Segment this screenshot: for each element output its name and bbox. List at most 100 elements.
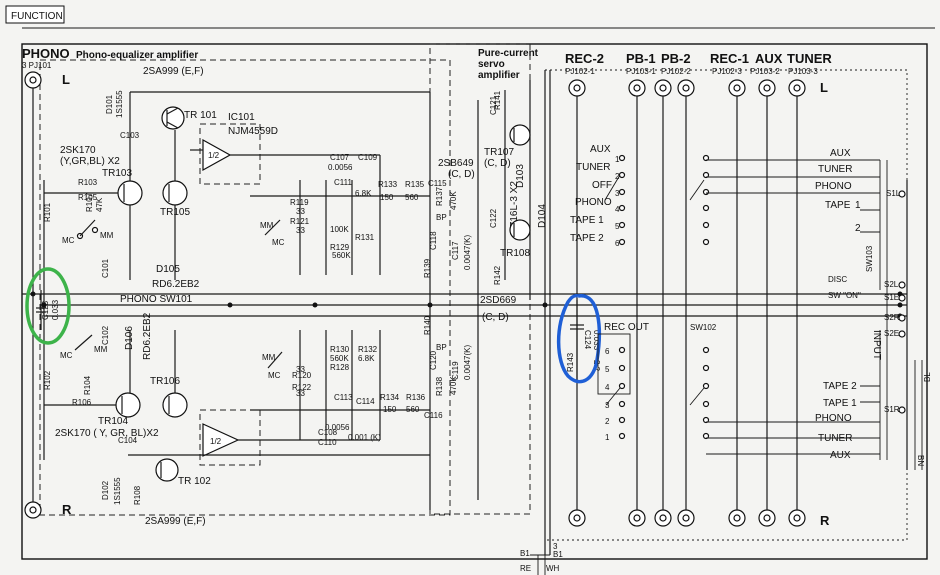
phono-jack-l-pin — [29, 76, 37, 84]
c119-label: C119 — [451, 361, 460, 380]
pb1-label: PB-1 — [626, 51, 656, 66]
tuner-jack: PJ103-3 — [788, 67, 818, 76]
function-label-box — [5, 5, 65, 24]
rec1-label: REC-1 — [710, 51, 749, 66]
sw-n6: 6 — [615, 239, 620, 248]
in-phono: PHONO — [815, 413, 852, 424]
r131-label: R131 — [355, 233, 375, 242]
tr108-symbol — [509, 219, 531, 241]
out-sw-on: SW "ON" — [828, 291, 861, 300]
val-68k-bot: 6.8K — [358, 354, 375, 363]
val-100k: 100K — [330, 225, 349, 234]
val-bp-top: BP — [436, 213, 447, 222]
r107-label: R107 — [85, 192, 94, 212]
ic-top-dashed-frame — [199, 123, 261, 185]
c110-label: C110 — [318, 438, 337, 447]
aux-jack: PJ103-2 — [750, 67, 780, 76]
tr102-symbol — [155, 458, 179, 482]
c115-label: C115 — [428, 179, 447, 188]
jack-pb2b-top — [677, 79, 695, 97]
tr108-label: TR108 — [500, 248, 530, 259]
r132-label: R132 — [358, 345, 378, 354]
mm-bot-2: MM — [262, 353, 276, 362]
servo-title-3: amplifier — [478, 70, 520, 81]
term-s2r: S2R — [884, 313, 900, 322]
val-00047-bot: 0.0047(K) — [463, 345, 472, 380]
sel-tuner: TUNER — [576, 162, 610, 173]
rec-n2: 2 — [605, 417, 610, 426]
sw102-label: SW102 — [690, 323, 717, 332]
val-33b: 33 — [296, 226, 305, 235]
q-2sb649-grade: (C, D) — [448, 169, 475, 180]
tr105-symbol — [162, 180, 188, 206]
r104-label: R104 — [83, 375, 92, 395]
val-0001: 0.001 (K) — [348, 433, 381, 442]
rec-n4: 4 — [605, 383, 610, 392]
r106-label: R106 — [72, 398, 92, 407]
mm-top: MM — [100, 231, 114, 240]
b1-right: B1 — [553, 550, 563, 559]
tr106-label: TR106 — [150, 376, 180, 387]
q-2sd669-grade: (C, D) — [482, 312, 509, 323]
terminal-dots — [898, 190, 906, 414]
q-2sk170-top-a: 2SK170 — [60, 145, 96, 156]
out-tuner: TUNER — [818, 164, 852, 175]
out-tape-1: 1 — [855, 200, 861, 211]
r129-label: R129 — [330, 243, 350, 252]
jack-rec2-bot — [568, 509, 586, 527]
servo-title-2: servo — [478, 59, 505, 70]
pb2-jack: PJ102-2 — [661, 67, 691, 76]
val-470k-bot: 470K — [449, 376, 458, 395]
d104-label: D104 — [537, 204, 548, 228]
val-00047-top: 0.0047(K) — [463, 235, 472, 270]
rec1-jack: PJ102-3 — [712, 67, 742, 76]
rec2-label: REC-2 — [565, 51, 604, 66]
val-560k-top: 560K — [332, 251, 351, 260]
ic101-label: IC101 — [228, 112, 255, 123]
tr102-label: TR 102 — [178, 476, 211, 487]
mm-bot: MM — [94, 345, 108, 354]
r142-label: R142 — [493, 265, 502, 285]
term-s2e: S2E — [884, 329, 899, 338]
r108-label: R108 — [133, 485, 142, 505]
tr101-label: TR 101 — [184, 110, 217, 121]
jack-tuner-top — [788, 79, 806, 97]
d102-part: 1S1555 — [113, 477, 122, 505]
out-phono: PHONO — [815, 181, 852, 192]
servo-title-1: Pure-current — [478, 48, 539, 59]
val-47k: 47K — [95, 197, 104, 212]
c109-label: C109 — [358, 153, 378, 162]
val-0056-top: 0.0056 — [328, 163, 353, 172]
jack-pb1-bot — [628, 509, 646, 527]
r140-label: R140 — [423, 315, 432, 335]
jack-rec1-bot — [728, 509, 746, 527]
phono-jack-r-pin — [29, 506, 37, 514]
sw-n1: 1 — [615, 155, 620, 164]
blue-circle-highlight — [556, 293, 602, 384]
sw-n3: 3 — [615, 189, 620, 198]
jack-tuner-bot — [788, 509, 806, 527]
tr104-symbol — [115, 392, 141, 418]
c101-label: C101 — [101, 258, 110, 278]
c118-label: C118 — [429, 231, 438, 250]
rec-n1: 1 — [605, 433, 610, 442]
r136-label: R136 — [406, 393, 426, 402]
r130-label: R130 — [330, 345, 350, 354]
recout-contacts — [605, 346, 710, 440]
c122-label: C122 — [489, 208, 498, 228]
c104-label: C104 — [118, 436, 138, 445]
val-bp-bot: BP — [436, 343, 447, 352]
aux-label: AUX — [755, 51, 783, 66]
jack-rec1-top — [728, 79, 746, 97]
val-0056-bot: 0.0056 — [325, 423, 350, 432]
val-150a: 150 — [380, 193, 394, 202]
tr107-label: TR107 — [484, 147, 514, 158]
out-tape-2: 2 — [855, 223, 861, 234]
right-ch-l: L — [820, 80, 828, 95]
term-bn: BN — [916, 455, 925, 466]
rec2-jack: PJ102-1 — [565, 67, 595, 76]
rec-n3: 3 — [605, 401, 610, 410]
c102-label: C102 — [101, 325, 110, 345]
sel-phono: PHONO — [575, 197, 612, 208]
